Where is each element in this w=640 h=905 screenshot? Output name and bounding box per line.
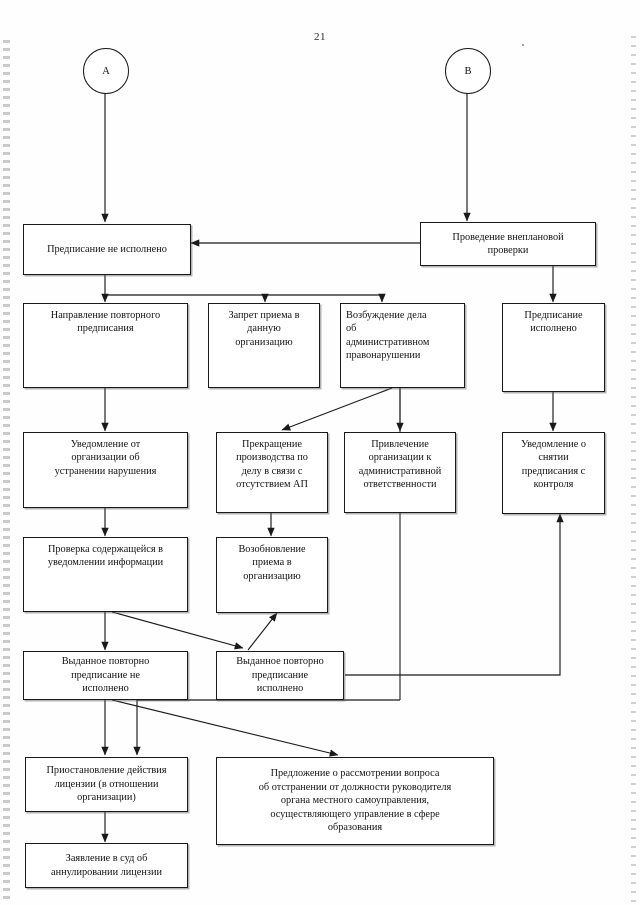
connector-circle-b: В bbox=[445, 48, 491, 94]
connector-b-label: В bbox=[464, 65, 472, 77]
connector-circle-a: А bbox=[83, 48, 129, 94]
connector-a-label: А bbox=[102, 65, 110, 77]
scan-edge-artifact-left bbox=[3, 40, 10, 900]
page-number: 21 bbox=[314, 31, 326, 43]
scan-speck bbox=[522, 44, 524, 46]
node-label: Предписание не исполнено bbox=[47, 243, 167, 255]
scan-edge-artifact-right bbox=[631, 36, 636, 902]
node-predpisanie-ne-ispolneno[interactable]: Предписание не исполнено bbox=[23, 224, 191, 275]
